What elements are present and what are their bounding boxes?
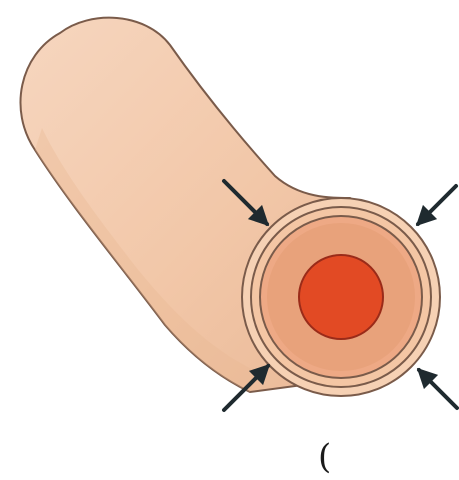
caption-glyph: ( bbox=[318, 440, 331, 474]
cross-section bbox=[242, 198, 440, 396]
core bbox=[299, 255, 383, 339]
arrow-up-left-icon bbox=[419, 370, 457, 408]
arrow-down-left-icon bbox=[418, 186, 456, 224]
